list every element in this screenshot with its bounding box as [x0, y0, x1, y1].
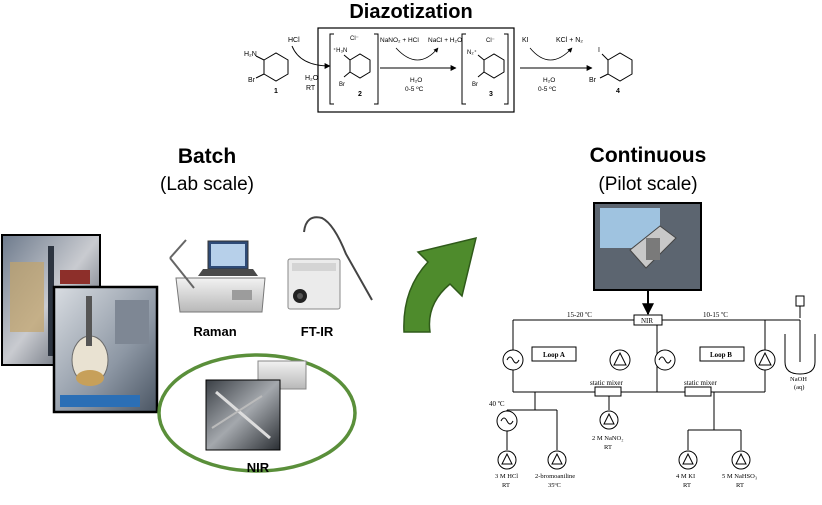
pump-loop-a [609, 349, 631, 371]
arrow-1 [291, 45, 331, 69]
svg-text:N₂⁺: N₂⁺ [467, 49, 477, 56]
svg-text:RT: RT [736, 482, 744, 489]
heater-40c [496, 410, 518, 432]
reactor-photo-2 [52, 285, 159, 414]
svg-text:H₂N: H₂N [244, 51, 257, 58]
svg-text:Br: Br [472, 82, 478, 88]
scheme-title: Diazotization [349, 1, 472, 23]
svg-text:RT: RT [683, 482, 691, 489]
svg-text:static mixer: static mixer [590, 379, 624, 387]
svg-text:Cl⁻: Cl⁻ [350, 36, 359, 42]
feed-pumps [497, 410, 751, 470]
pump-loop-b [754, 349, 776, 371]
reagent-3: KI [522, 37, 529, 44]
svg-text:Br: Br [339, 82, 345, 88]
compound-4: I Br 4 [589, 47, 633, 95]
reagent-2: NaNO₂ + HCl [380, 37, 419, 44]
heat-exchanger-loop-b [654, 349, 676, 371]
svg-text:5 M NaHSO₃: 5 M NaHSO₃ [722, 473, 757, 480]
svg-text:NaOH: NaOH [790, 376, 807, 383]
svg-text:RT: RT [306, 85, 316, 92]
svg-text:2: 2 [358, 91, 362, 98]
byproduct-2: NaCl + H₂O [428, 37, 462, 44]
heat-exchanger-loop-a [502, 349, 524, 371]
nir-instrument [205, 360, 307, 451]
svg-text:⁺H₃N: ⁺H₃N [333, 47, 347, 54]
naoh-vessel [784, 295, 816, 375]
svg-text:RT: RT [502, 482, 510, 489]
svg-text:1: 1 [274, 88, 278, 95]
svg-text:3: 3 [489, 91, 493, 98]
svg-text:Br: Br [589, 77, 597, 84]
flow-scheme-labels: 15-20 ºC NIR 10-15 ºC Loop A Loop B stat… [489, 311, 807, 489]
svg-text:4: 4 [616, 88, 620, 95]
svg-text:3 M HCl: 3 M HCl [495, 473, 518, 480]
svg-text:static mixer: static mixer [684, 379, 718, 387]
batch-subtitle: (Lab scale) [160, 174, 254, 195]
svg-text:2-bromoaniline: 2-bromoaniline [535, 473, 575, 480]
nir-label: NIR [247, 460, 270, 475]
compound-2: Cl⁻ ⁺H₃N Br 2 [333, 36, 371, 98]
raman-label: Raman [193, 324, 236, 339]
pilot-photo [593, 202, 702, 291]
svg-text:10-15 ºC: 10-15 ºC [703, 311, 728, 319]
compound-1: H₂N Br 1 [244, 51, 289, 95]
transfer-arrow [403, 236, 478, 333]
svg-text:H₂O: H₂O [543, 77, 555, 84]
reagent-1: HCl [288, 37, 300, 44]
batch-title: Batch [178, 145, 236, 168]
svg-text:35ºC: 35ºC [548, 482, 561, 489]
svg-text:0-5 ºC: 0-5 ºC [405, 86, 424, 93]
svg-text:Br: Br [248, 77, 256, 84]
svg-text:H₂O: H₂O [410, 77, 422, 84]
compound-3: Cl⁻ N₂⁺ Br 3 [467, 38, 505, 98]
nir-ellipse [157, 353, 357, 473]
svg-text:(aq): (aq) [794, 384, 804, 391]
svg-text:H₂O: H₂O [305, 75, 319, 82]
svg-text:40 ºC: 40 ºC [489, 400, 505, 408]
svg-text:15-20 ºC: 15-20 ºC [567, 311, 592, 319]
continuous-subtitle: (Pilot scale) [598, 174, 697, 195]
svg-text:2 M NaNO₂: 2 M NaNO₂ [592, 435, 624, 442]
svg-text:Loop A: Loop A [543, 351, 565, 359]
svg-text:Cl⁻: Cl⁻ [486, 38, 495, 44]
svg-text:RT: RT [604, 444, 612, 451]
flow-scheme [506, 314, 801, 450]
svg-text:0-5 ºC: 0-5 ºC [538, 86, 557, 93]
raman-instrument [169, 239, 266, 313]
svg-text:Loop B: Loop B [710, 351, 732, 359]
continuous-title: Continuous [590, 144, 707, 167]
svg-text:NIR: NIR [641, 317, 653, 325]
byproduct-3: KCl + N₂ [556, 37, 583, 44]
intermediates-box [317, 27, 515, 113]
svg-text:I: I [598, 47, 600, 54]
svg-text:4 M KI: 4 M KI [676, 473, 695, 480]
ftir-label: FT-IR [301, 324, 334, 339]
ftir-instrument [287, 216, 373, 310]
